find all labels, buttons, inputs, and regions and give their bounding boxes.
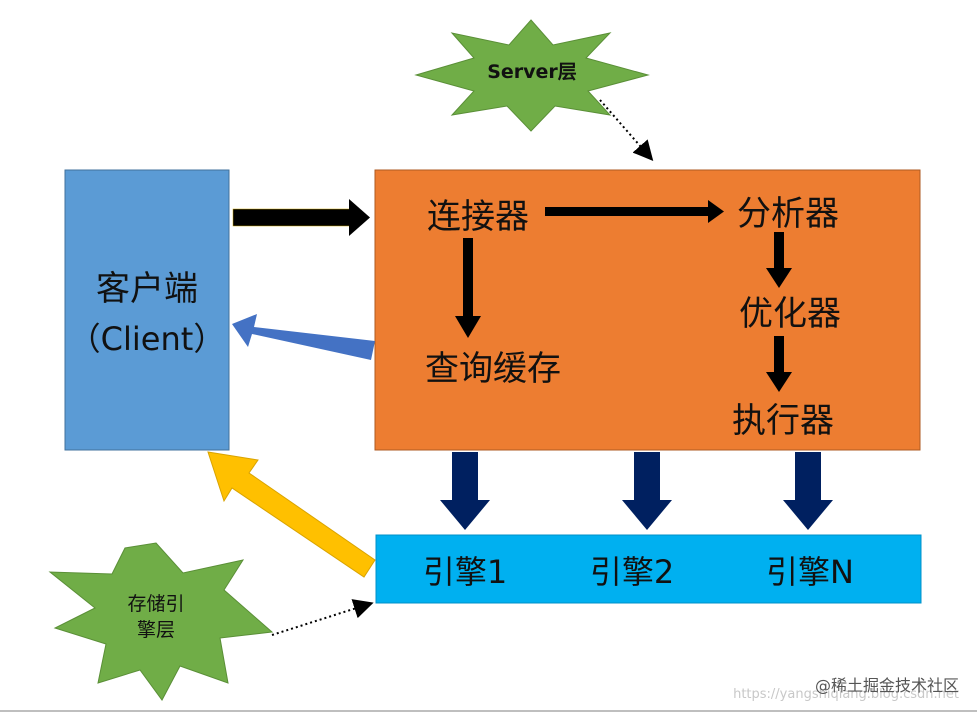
storage-layer-star: 存储引 擎层 xyxy=(48,542,274,701)
arrow-server-to-engine-2 xyxy=(622,452,672,530)
engine-bar: 引擎1 引擎2 引擎N xyxy=(375,534,922,604)
server-layer-star: Server层 xyxy=(414,19,650,132)
arrow-server-to-engine-1 xyxy=(440,452,490,530)
arrow-server-to-engine-n xyxy=(783,452,833,530)
server-layer-label: Server层 xyxy=(487,61,577,83)
engine-label-n: 引擎N xyxy=(766,553,854,591)
storage-star-pointer xyxy=(271,599,374,636)
client-label: 客户端 xyxy=(96,269,198,309)
server-box: 连接器 分析器 查询缓存 优化器 执行器 xyxy=(374,169,921,451)
executor-label: 执行器 xyxy=(732,401,834,441)
optimizer-label: 优化器 xyxy=(739,294,841,334)
engine-label-2: 引擎2 xyxy=(590,553,674,591)
bottom-divider xyxy=(0,710,977,712)
client-box: 客户端 （Client） xyxy=(64,169,230,451)
arrow-storage-to-client xyxy=(207,451,376,578)
connector-label: 连接器 xyxy=(427,197,529,237)
arrow-connector-to-cache xyxy=(455,238,481,338)
watermark-brand: @稀土掘金技术社区 xyxy=(814,676,959,695)
arrow-server-to-client xyxy=(232,314,375,360)
server-star-pointer xyxy=(599,99,654,162)
analyzer-label: 分析器 xyxy=(737,194,839,234)
client-sublabel: （Client） xyxy=(69,320,226,358)
arrow-client-to-server xyxy=(232,199,370,236)
arrow-connector-to-analyzer xyxy=(545,200,724,223)
storage-layer-label: 存储引 xyxy=(127,593,184,615)
arrow-analyzer-to-optimizer xyxy=(766,232,792,288)
query-cache-label: 查询缓存 xyxy=(425,349,561,389)
storage-layer-label-2: 擎层 xyxy=(137,619,175,641)
watermark-url: https://yangshiqiang.blog.csdn.net xyxy=(733,687,959,702)
arrow-optimizer-to-executor xyxy=(766,336,792,392)
engine-label-1: 引擎1 xyxy=(423,553,507,591)
